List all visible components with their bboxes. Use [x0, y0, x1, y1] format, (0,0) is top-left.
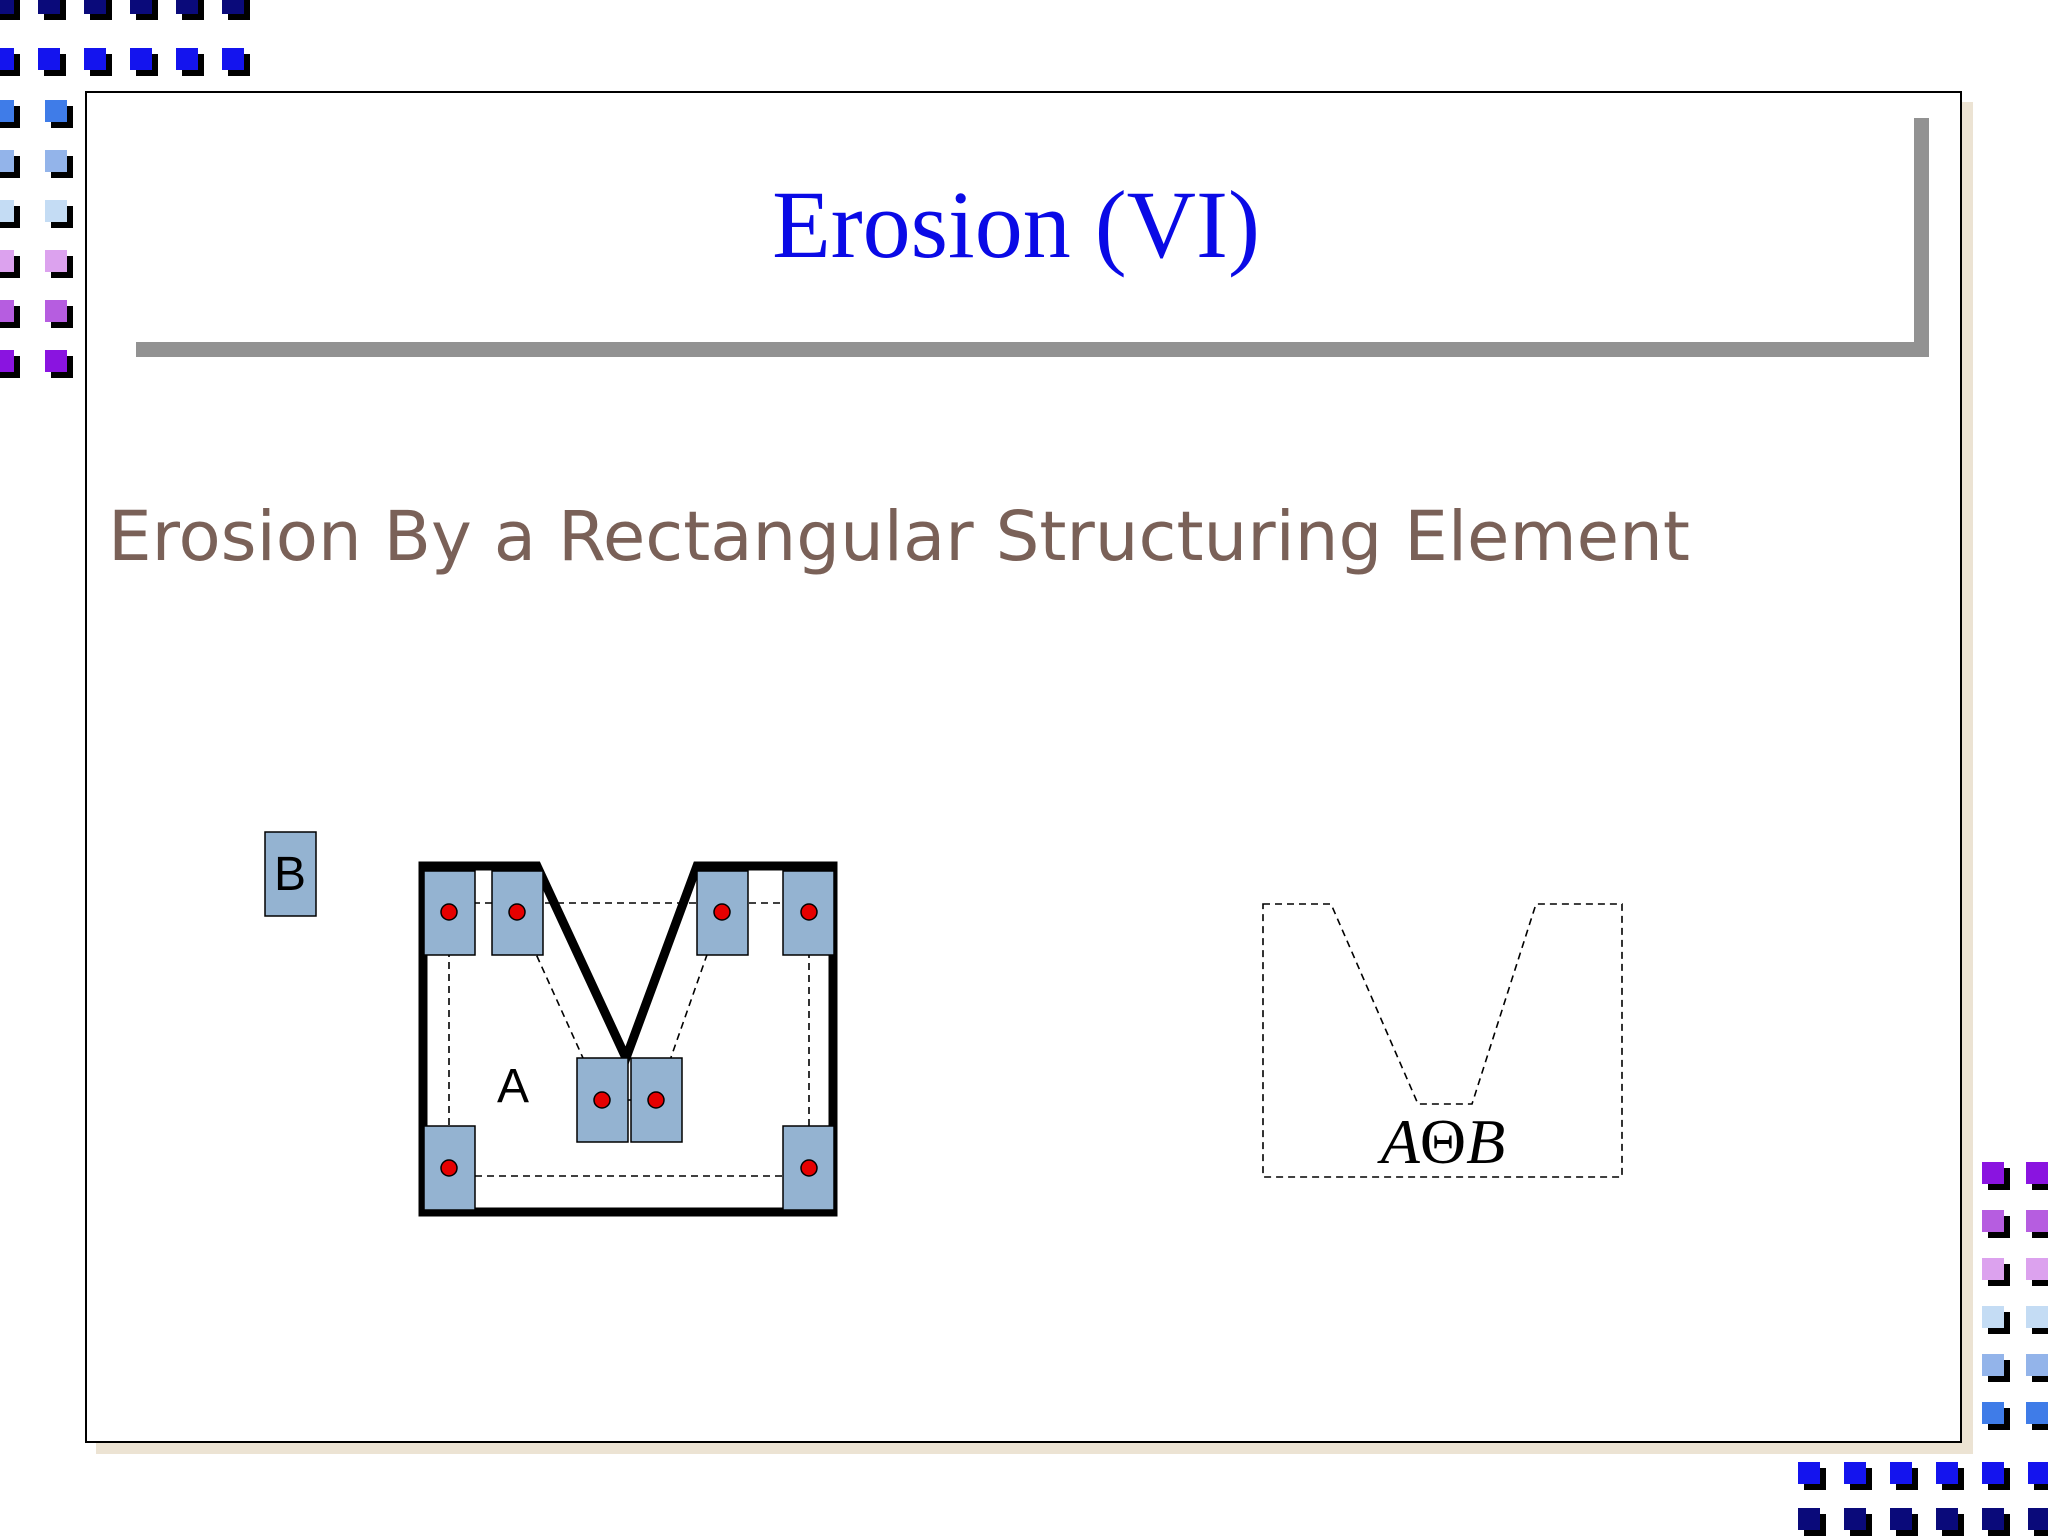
set-a-label: A: [497, 1060, 529, 1113]
set-a-outline: [418, 861, 838, 1217]
origin-dot: [593, 1091, 611, 1109]
structuring-element-label: B: [274, 848, 306, 901]
decor-square: [1982, 1162, 2004, 1184]
decor-square: [0, 0, 14, 14]
decor-square: [45, 250, 67, 272]
decor-square: [38, 48, 60, 70]
decor-square: [1844, 1508, 1866, 1530]
erosion-result-label: AΘB: [1377, 1106, 1505, 1177]
decor-square: [45, 100, 67, 122]
decor-square: [130, 48, 152, 70]
title-rule-vertical: [1914, 118, 1929, 357]
decor-square: [1798, 1462, 1820, 1484]
title-rule-horizontal: [136, 342, 1929, 357]
structuring-element-b: [264, 831, 317, 917]
decor-square: [2026, 1354, 2048, 1376]
decor-square: [176, 48, 198, 70]
decor-square: [2026, 1258, 2048, 1280]
slide-subtitle: Erosion By a Rectangular Structuring Ele…: [108, 497, 1690, 577]
decor-square: [2028, 1462, 2048, 1484]
decor-square: [1982, 1508, 2004, 1530]
decor-square: [1844, 1462, 1866, 1484]
decor-square: [176, 0, 198, 14]
decor-square: [0, 350, 14, 372]
decor-square: [1982, 1306, 2004, 1328]
decor-square: [222, 0, 244, 14]
erosion-trace-in-a: [448, 902, 810, 1177]
decor-square: [130, 0, 152, 14]
decor-square: [2028, 1508, 2048, 1530]
origin-dot: [440, 1159, 458, 1177]
decor-square: [45, 150, 67, 172]
decor-square: [0, 100, 14, 122]
decor-square: [1982, 1462, 2004, 1484]
decor-square: [45, 300, 67, 322]
decor-square: [2026, 1306, 2048, 1328]
decor-square: [1890, 1508, 1912, 1530]
element-placements: [423, 870, 835, 1211]
decor-square: [2026, 1402, 2048, 1424]
decor-square: [84, 0, 106, 14]
decor-square: [1982, 1402, 2004, 1424]
origin-dot: [713, 903, 731, 921]
decor-square: [84, 48, 106, 70]
decor-square: [1890, 1462, 1912, 1484]
decor-square: [1798, 1508, 1820, 1530]
decor-square: [1936, 1508, 1958, 1530]
decor-square: [0, 48, 14, 70]
slide-frame: [85, 91, 1962, 1443]
origin-dots: [440, 903, 818, 1177]
origin-dot: [508, 903, 526, 921]
decor-square: [2026, 1162, 2048, 1184]
decor-square: [0, 200, 14, 222]
decor-square: [1936, 1462, 1958, 1484]
decor-square: [38, 0, 60, 14]
origin-dot: [800, 903, 818, 921]
decor-square: [45, 350, 67, 372]
decor-square: [45, 200, 67, 222]
page-title: Erosion (VI): [772, 171, 1260, 278]
decor-square: [2026, 1210, 2048, 1232]
origin-dot: [800, 1159, 818, 1177]
decor-square: [0, 150, 14, 172]
decor-square: [1982, 1354, 2004, 1376]
decor-square: [1982, 1210, 2004, 1232]
origin-dot: [647, 1091, 665, 1109]
decor-square: [1982, 1258, 2004, 1280]
origin-dot: [440, 903, 458, 921]
decor-square: [0, 250, 14, 272]
decor-square: [222, 48, 244, 70]
decor-square: [0, 300, 14, 322]
